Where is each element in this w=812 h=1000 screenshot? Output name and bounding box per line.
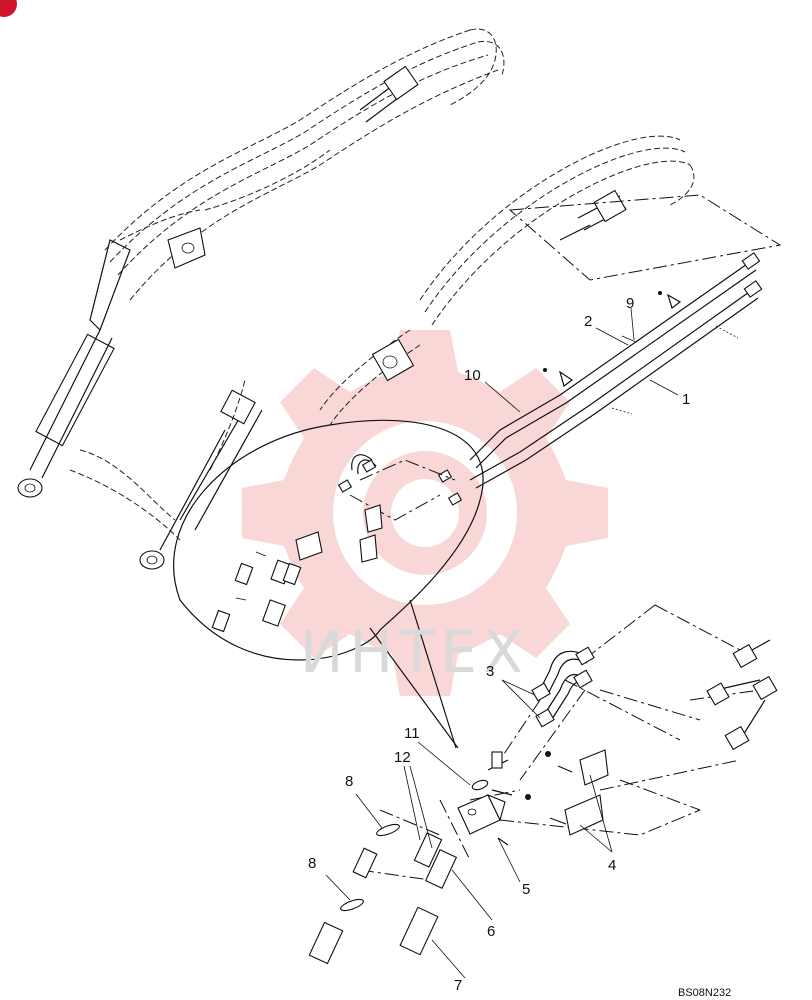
callout-11: 11	[404, 725, 420, 742]
watermark-gear-icon	[242, 330, 608, 696]
callout-2: 2	[584, 313, 592, 330]
drawing-code: BS08N232	[678, 987, 731, 999]
callout-4: 4	[608, 857, 616, 874]
callout-10: 10	[464, 367, 481, 384]
tube-assembly	[469, 252, 763, 489]
callout-7: 7	[454, 977, 462, 994]
callout-9: 9	[626, 295, 634, 312]
callout-8-lower: 8	[308, 855, 316, 872]
loader-arm-right	[319, 135, 695, 426]
detail-magnifier	[173, 419, 484, 749]
coupler-detail	[308, 604, 778, 965]
callout-1: 1	[682, 391, 690, 408]
corner-badge	[0, 0, 17, 17]
callout-leaders-top	[484, 307, 679, 413]
callout-leaders-bottom	[325, 679, 613, 979]
callout-8-upper: 8	[345, 773, 353, 790]
callout-12: 12	[394, 749, 411, 766]
watermark-text: ИНТЕХ	[300, 618, 529, 686]
loader-arm-left	[17, 28, 505, 570]
callout-6: 6	[487, 923, 495, 940]
callout-3: 3	[486, 663, 494, 680]
callout-5: 5	[522, 881, 530, 898]
connector-line-upper	[508, 194, 782, 281]
